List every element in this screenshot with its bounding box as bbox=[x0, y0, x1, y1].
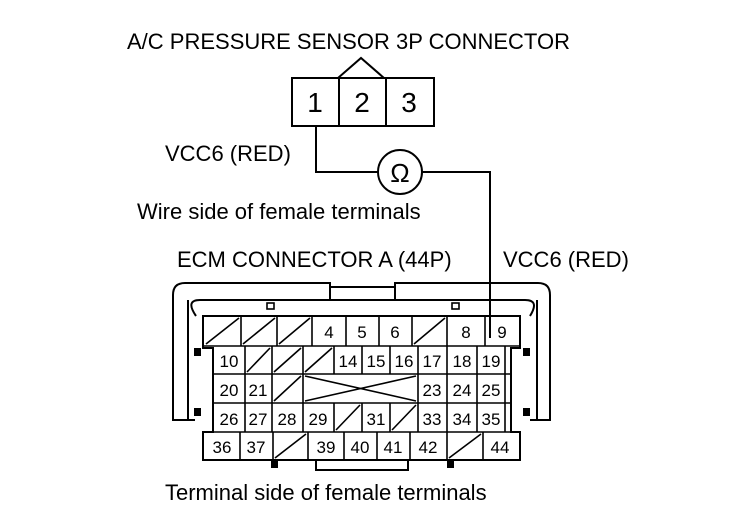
ohmmeter-symbol bbox=[377, 149, 423, 195]
ecm-pin-40: 40 bbox=[351, 438, 370, 457]
wire-color-label-left: VCC6 (RED) bbox=[165, 141, 291, 166]
sensor-pin-1: 1 bbox=[307, 87, 323, 118]
ecm-pin-28: 28 bbox=[278, 410, 297, 429]
ecm-pin-8: 8 bbox=[461, 323, 470, 342]
sensor-connector: 1 2 3 bbox=[291, 56, 435, 127]
ecm-pin-9: 9 bbox=[497, 323, 506, 342]
ecm-pin-24: 24 bbox=[453, 381, 472, 400]
latch-tab bbox=[329, 287, 396, 301]
ecm-pin-18: 18 bbox=[453, 352, 472, 371]
ecm-pin-17: 17 bbox=[423, 352, 442, 371]
ecm-pin-42: 42 bbox=[419, 438, 438, 457]
sensor-pin-2: 2 bbox=[354, 87, 370, 118]
wire-color-label-right: VCC6 (RED) bbox=[503, 247, 629, 272]
ecm-pin-27: 27 bbox=[249, 410, 268, 429]
ecm-pin-23: 23 bbox=[423, 381, 442, 400]
test-wire: Ω bbox=[315, 126, 491, 338]
ecm-pin-4: 4 bbox=[324, 323, 333, 342]
sensor-pin-3: 3 bbox=[401, 87, 417, 118]
ecm-pin-36: 36 bbox=[213, 438, 232, 457]
ecm-pin-31: 31 bbox=[367, 410, 386, 429]
connector-key-tab bbox=[337, 56, 385, 79]
ecm-pin-44: 44 bbox=[491, 438, 510, 457]
ecm-pin-16: 16 bbox=[395, 352, 414, 371]
wire-side-label: Wire side of female terminals bbox=[137, 199, 421, 224]
ecm-pin-6: 6 bbox=[390, 323, 399, 342]
ecm-pin-39: 39 bbox=[317, 438, 336, 457]
ohm-icon: Ω bbox=[390, 158, 409, 188]
terminal-side-label: Terminal side of female terminals bbox=[165, 480, 487, 505]
ecm-pin-26: 26 bbox=[220, 410, 239, 429]
ecm-pin-37: 37 bbox=[247, 438, 266, 457]
ecm-pin-20: 20 bbox=[220, 381, 239, 400]
ecm-pin-14: 14 bbox=[339, 352, 358, 371]
ecm-pin-21: 21 bbox=[249, 381, 268, 400]
ecm-pin-35: 35 bbox=[482, 410, 501, 429]
ecm-pin-41: 41 bbox=[384, 438, 403, 457]
ecm-pin-34: 34 bbox=[453, 410, 472, 429]
ecm-connector-title: ECM CONNECTOR A (44P) bbox=[177, 247, 452, 272]
sensor-connector-title: A/C PRESSURE SENSOR 3P CONNECTOR bbox=[127, 29, 570, 54]
ecm-pin-15: 15 bbox=[367, 352, 386, 371]
ecm-connector bbox=[172, 282, 551, 471]
sensor-connector-body bbox=[291, 77, 435, 127]
ecm-pin-25: 25 bbox=[482, 381, 501, 400]
ecm-pin-29: 29 bbox=[309, 410, 328, 429]
ecm-terminal-grid: 4 5 6 8 9 10 14 15 16 17 18 19 bbox=[203, 316, 520, 460]
ecm-pin-5: 5 bbox=[357, 323, 366, 342]
ecm-pin-33: 33 bbox=[423, 410, 442, 429]
ecm-pin-19: 19 bbox=[482, 352, 501, 371]
ecm-pin-10: 10 bbox=[220, 352, 239, 371]
